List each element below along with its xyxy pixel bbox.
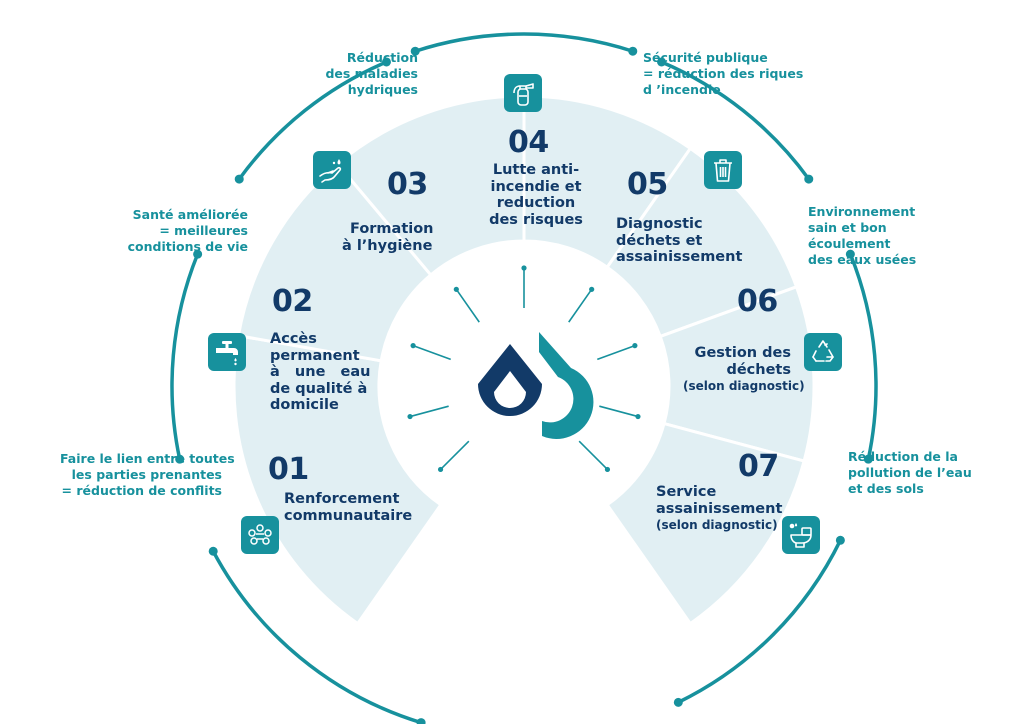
community-people-icon	[241, 516, 279, 554]
ray-dot	[632, 343, 638, 349]
ray-dot	[453, 286, 459, 292]
arc-health-start-dot	[175, 454, 185, 464]
segment-number-04: 04	[508, 125, 549, 160]
ray-dot	[589, 286, 595, 292]
arc-top	[414, 32, 634, 53]
arc-environment-end-dot	[863, 454, 873, 464]
arc-waterborne	[237, 60, 388, 181]
segment-number-03: 03	[387, 167, 428, 202]
arc-pollution-start-dot	[835, 535, 845, 545]
arc-health-end-dot	[193, 249, 203, 259]
ray-dot	[635, 413, 641, 420]
ray-line	[412, 344, 451, 361]
segment-number-06: 06	[737, 284, 778, 319]
logo-navy-drop	[478, 344, 542, 416]
arc-health	[170, 253, 200, 460]
ray-line	[455, 288, 480, 323]
segment-subtitle-07: (selon diagnostic)	[656, 518, 778, 532]
arc-safety-end-dot	[804, 174, 814, 184]
arc-environment-start-dot	[845, 249, 855, 259]
arc-stakeholders	[211, 550, 422, 724]
ray-line	[439, 440, 470, 471]
water-tap-icon	[208, 333, 246, 371]
ray-line	[578, 440, 609, 471]
arc-pollution-end-dot	[673, 697, 683, 707]
arc-top-end-dot	[628, 46, 638, 56]
segment-subtitle-06: (selon diagnostic)	[683, 379, 805, 393]
toilet-icon	[782, 516, 820, 554]
segment-07-wedge	[605, 421, 806, 626]
ray-line	[599, 405, 639, 418]
arc-stakeholders-start-dot	[416, 718, 426, 724]
arc-safety-start-dot	[657, 57, 667, 67]
trash-bin-icon	[704, 151, 742, 189]
segment-number-07: 07	[738, 449, 779, 484]
ray-dot	[521, 265, 527, 271]
logo-teal-drop	[539, 332, 594, 439]
ray-line	[568, 288, 593, 323]
segment-number-01: 01	[268, 452, 309, 487]
ray-dot	[410, 343, 416, 349]
arc-pollution	[677, 539, 842, 704]
ray-dot	[604, 466, 611, 473]
segment-number-05: 05	[627, 167, 668, 202]
center-logo	[478, 332, 594, 439]
hand-washing-icon	[313, 151, 351, 189]
ray-line	[409, 405, 449, 418]
fire-extinguisher-icon	[504, 74, 542, 112]
segment-number-02: 02	[272, 284, 313, 319]
recycle-icon	[804, 333, 842, 371]
ray-line	[597, 344, 636, 361]
arc-environment	[848, 253, 878, 460]
ray-dot	[437, 466, 444, 473]
arc-waterborne-end-dot	[381, 57, 391, 67]
arc-top-start-dot	[410, 46, 420, 56]
ray-dot	[407, 413, 413, 420]
arc-waterborne-start-dot	[234, 174, 244, 184]
arc-stakeholders-end-dot	[208, 546, 218, 556]
arc-safety	[660, 60, 811, 181]
